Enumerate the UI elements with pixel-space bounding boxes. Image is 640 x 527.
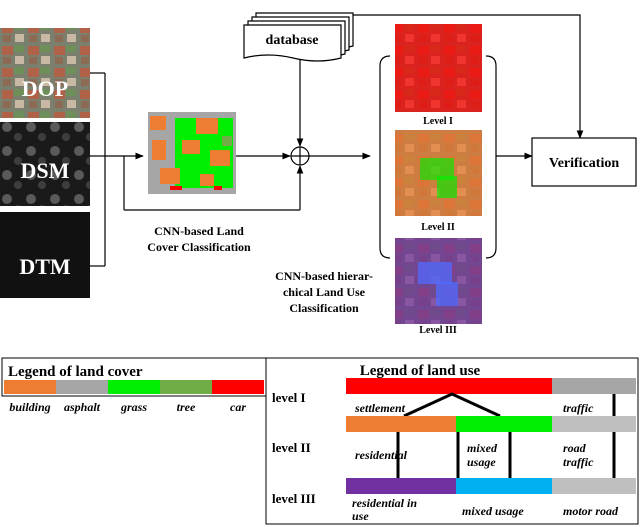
- legend-use-label-settlement: settlement: [354, 401, 406, 415]
- legend-cover-label-car: car: [230, 400, 246, 414]
- legend-use-bar-settlement: [346, 378, 552, 394]
- legend-use-label-residential-in-use-2: use: [352, 509, 369, 523]
- legend-use-bar-motor-road: [552, 478, 636, 494]
- land-use-caption-3: Classification: [289, 301, 359, 315]
- legend-cover-swatch-asphalt: [56, 380, 108, 394]
- legend-use-level-i: level I: [272, 390, 306, 405]
- level-i-map: [395, 24, 482, 112]
- legend-cover-label-grass: grass: [120, 400, 147, 414]
- legend-use-label-motor-road: motor road: [563, 504, 619, 518]
- dtm-image: DTM: [0, 212, 90, 298]
- legend-use-label-mixed-usage-iii: mixed usage: [462, 504, 524, 518]
- level-i-label: Level I: [423, 116, 453, 127]
- legend-cover-swatches: building asphalt grass tree car: [4, 380, 264, 414]
- legend-use-bar-traffic: [552, 378, 636, 394]
- legend-use-level-iii: level III: [272, 491, 316, 506]
- dop-image: DOP: [0, 28, 90, 118]
- database-icon: [243, 12, 354, 62]
- verification-box: [531, 137, 637, 187]
- legend-use-bar-residential: [346, 416, 456, 432]
- land-use-caption-2: chical Land Use: [283, 285, 366, 299]
- database-to-verification-arrow: [353, 14, 584, 139]
- input-connectors: [90, 72, 304, 267]
- legend-land-use: Legend of land use level I level II leve…: [265, 357, 639, 525]
- level-iii-label: Level III: [419, 325, 457, 336]
- land-use-caption-1: CNN-based hierar-: [275, 269, 373, 283]
- combine-operator-icon: [290, 146, 310, 166]
- legend-use-bar-road-traffic: [552, 416, 636, 432]
- legend-use-label-traffic: traffic: [563, 401, 594, 415]
- legend-use-label-mixed-usage-2: usage: [467, 455, 496, 469]
- legend-land-cover: Legend of land cover building asphalt gras…: [1, 357, 267, 414]
- legend-cover-label-tree: tree: [177, 400, 196, 414]
- legend-cover-swatch-car: [212, 380, 264, 394]
- land-cover-caption-2: Cover Classification: [147, 240, 251, 254]
- legend-use-level-ii: level II: [272, 440, 311, 455]
- legend-use-label-residential: residential: [355, 448, 408, 462]
- legend-use-label-residential-in-use-1: residential in: [352, 496, 417, 510]
- dop-label: DOP: [22, 76, 68, 101]
- legend-cover-label-asphalt: asphalt: [64, 400, 101, 414]
- legend-use-label-road-traffic-2: traffic: [563, 455, 594, 469]
- levels-left-bracket: [379, 55, 391, 259]
- legend-cover-swatch-tree: [160, 380, 212, 394]
- legend-cover-label-building: building: [9, 400, 50, 414]
- dsm-image: DSM: [0, 122, 90, 206]
- legend-use-bar-mixed-usage-iii: [456, 478, 552, 494]
- legend-cover-swatch-grass: [108, 380, 160, 394]
- verification-label: Verification: [549, 156, 619, 171]
- legend-use-label-mixed-usage-1: mixed: [467, 441, 498, 455]
- legend-use-hierarchy-lines: [396, 392, 616, 478]
- level-ii-map: [395, 130, 482, 216]
- legend-cover-swatch-building: [4, 380, 56, 394]
- levels-right-bracket: [485, 55, 497, 259]
- database-label: database: [266, 33, 319, 48]
- dsm-label: DSM: [21, 158, 70, 183]
- land-cover-caption-1: CNN-based Land: [154, 224, 244, 238]
- level-ii-label: Level II: [421, 222, 455, 233]
- land-cover-map: [148, 112, 236, 194]
- legend-use-bar-residential-in-use: [346, 478, 456, 494]
- legend-use-title: Legend of land use: [360, 363, 481, 379]
- legend-use-bar-mixed-usage: [456, 416, 552, 432]
- legend-use-label-road-traffic-1: road: [563, 441, 587, 455]
- dtm-label: DTM: [19, 254, 71, 279]
- legend-cover-title: Legend of land cover: [8, 364, 143, 380]
- level-iii-map: [395, 238, 482, 324]
